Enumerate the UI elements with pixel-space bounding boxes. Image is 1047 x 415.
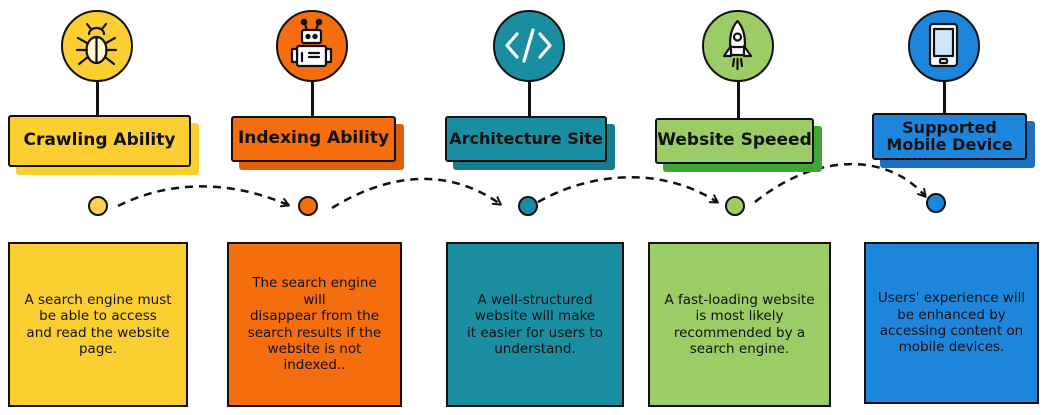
timeline-dot	[298, 196, 318, 216]
step-title: Architecture Site	[449, 128, 603, 148]
connector-stem	[311, 81, 314, 117]
card-indexing: The search engine will disappear from th…	[227, 242, 402, 407]
connector-stem	[943, 81, 946, 114]
card-speed: A fast-loading website is most likely re…	[648, 242, 831, 407]
bug-icon	[75, 22, 118, 66]
rocket-icon	[722, 19, 753, 71]
icon-circle	[276, 10, 348, 82]
connector-stem	[737, 81, 740, 119]
card-architecture: A well-structured website will make it e…	[446, 242, 624, 407]
step-title: Supported Mobile Device	[886, 117, 1013, 154]
icon-badge	[908, 10, 984, 86]
connector-stem	[96, 81, 99, 116]
icon-badge	[276, 10, 352, 86]
step-description: A fast-loading website is most likely re…	[664, 291, 815, 357]
tablet-icon	[928, 22, 959, 68]
flow-arrow-2	[331, 177, 502, 210]
step-description: Users' experience will be enhanced by ac…	[877, 290, 1026, 356]
timeline-dot	[926, 193, 946, 213]
label-website-speed: Website Speeed	[655, 118, 814, 164]
label-supported-mobile-device: Supported Mobile Device	[872, 113, 1027, 160]
icon-circle	[702, 10, 774, 82]
step-title: Crawling Ability	[23, 130, 176, 151]
flow-arrow-3	[537, 176, 719, 204]
icon-badge	[702, 10, 778, 86]
timeline-dot	[725, 196, 745, 216]
robot-icon	[290, 18, 333, 68]
icon-circle	[61, 10, 133, 82]
flow-arrow-4	[754, 163, 927, 203]
card-crawling: A search engine must be able to access a…	[8, 242, 188, 407]
card-mobile: Users' experience will be enhanced by ac…	[864, 242, 1039, 404]
timeline-dot	[88, 196, 108, 216]
label-indexing-ability: Indexing Ability	[231, 116, 396, 162]
step-description: A search engine must be able to access a…	[24, 291, 172, 357]
icon-badge	[493, 10, 569, 86]
flow-arrow-1	[117, 185, 290, 208]
step-description: A well-structured website will make it e…	[466, 291, 604, 357]
timeline-dot	[518, 196, 538, 216]
step-description: The search engine will disappear from th…	[247, 275, 382, 374]
icon-circle	[493, 10, 565, 82]
step-title: Website Speeed	[657, 130, 812, 151]
step-title: Indexing Ability	[237, 128, 390, 149]
code-icon	[505, 28, 552, 63]
label-architecture-site: Architecture Site	[445, 116, 607, 162]
icon-badge	[61, 10, 137, 86]
connector-stem	[528, 81, 531, 117]
icon-circle	[908, 10, 980, 82]
label-crawling-ability: Crawling Ability	[8, 115, 191, 167]
